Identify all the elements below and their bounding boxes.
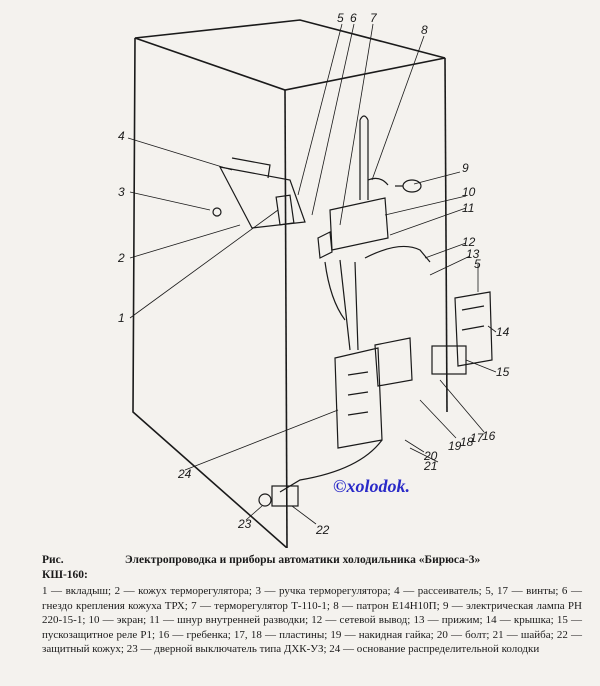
callout: 16	[482, 429, 496, 443]
callout: 12	[462, 235, 476, 249]
callout: 23	[237, 517, 252, 531]
callout: 5	[474, 257, 481, 271]
callout-labels: 1 2 3 4 5 6 7 8 9 10 11 12 13 5 14 15 16…	[117, 11, 510, 537]
cabinet-outline	[132, 19, 448, 548]
callout: 5	[337, 11, 344, 25]
figure-caption: Рис. Электропроводка и приборы автоматик…	[42, 553, 582, 657]
callout: 9	[462, 161, 469, 175]
watermark: ©xolodok.	[333, 476, 410, 496]
callout: 6	[350, 11, 357, 25]
caption-body: 1 — вкладыш; 2 — кожух терморегулятора; …	[42, 585, 582, 655]
caption-heading: Рис. Электропроводка и приборы автоматик…	[42, 553, 582, 583]
leader-lines	[127, 23, 497, 525]
callout: 17	[470, 431, 485, 445]
caption-title: Электропроводка и приборы автоматики хол…	[124, 554, 481, 566]
callout: 10	[462, 185, 476, 199]
callout: 7	[370, 11, 378, 25]
callout: 18	[460, 435, 474, 449]
callout: 19	[448, 439, 462, 453]
caption-label: Рис.	[42, 554, 64, 566]
callout: 4	[118, 129, 125, 143]
callout: 15	[496, 365, 510, 379]
callout: 13	[466, 247, 480, 261]
callout: 11	[462, 201, 474, 215]
callout: 2	[117, 251, 125, 265]
callout: 24	[177, 467, 192, 481]
callout: 3	[118, 185, 125, 199]
callout: 21	[423, 459, 437, 473]
callout: 8	[421, 23, 428, 37]
callout: 1	[118, 311, 125, 325]
caption-model: КШ-160:	[42, 569, 88, 581]
callout: 14	[496, 325, 510, 339]
wiring-diagram: 1 2 3 4 5 6 7 8 9 10 11 12 13 5 14 15 16…	[117, 11, 510, 548]
callout: 22	[315, 523, 330, 537]
callout: 20	[423, 449, 438, 463]
